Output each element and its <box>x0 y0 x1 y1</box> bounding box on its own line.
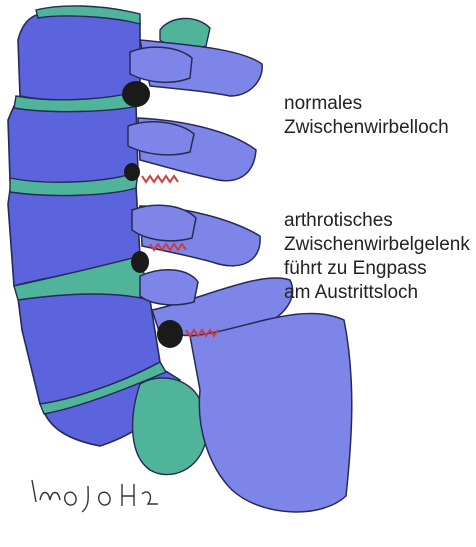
nerve-root-1 <box>122 81 150 107</box>
vertebra-body-2 <box>8 104 138 183</box>
label-line: am Austrittsloch <box>284 281 470 305</box>
arthrotic-joint-label: arthrotisches Zwischenwirbelgelenk führt… <box>284 209 470 305</box>
sacrum-green-area <box>133 378 206 475</box>
label-line: Zwischenwirbelloch <box>284 116 449 140</box>
nerve-root-2 <box>124 163 140 181</box>
articular-process-1 <box>130 47 192 82</box>
nerve-root-3 <box>131 251 149 273</box>
normal-foramen-label: normales Zwischenwirbelloch <box>284 92 449 140</box>
signature-stroke <box>32 480 158 512</box>
label-line: Zwischenwirbelgelenk <box>284 233 470 257</box>
articular-process-3 <box>132 205 196 240</box>
nerve-root-4 <box>157 320 183 348</box>
sacrum-posterior <box>190 313 352 511</box>
articular-process-4 <box>140 270 198 305</box>
vertebra-body-1 <box>18 11 140 101</box>
label-line: führt zu Engpass <box>284 257 470 281</box>
label-line: arthrotisches <box>284 209 470 233</box>
arthrotic-joint-1 <box>142 176 178 182</box>
label-line: normales <box>284 92 449 116</box>
